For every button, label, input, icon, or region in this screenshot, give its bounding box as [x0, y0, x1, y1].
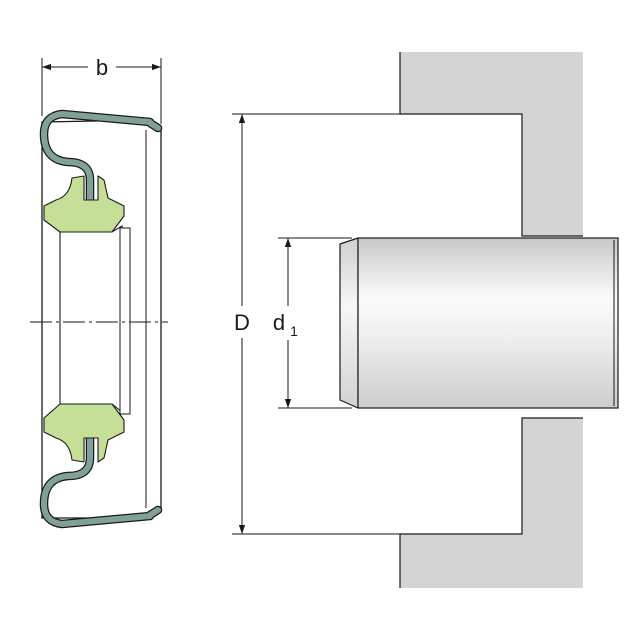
- housing: [399, 52, 583, 588]
- dimension-D: D: [232, 113, 400, 535]
- dimension-b-label: b: [96, 55, 108, 80]
- seal-bore-outline: [59, 225, 123, 414]
- garter-spring-slot: [119, 227, 131, 415]
- dimension-d1-label: d: [273, 310, 285, 335]
- metal-case-bottom-fill: [41, 435, 161, 527]
- dimension-d1-subscript: 1: [290, 323, 298, 339]
- housing-section: [400, 52, 583, 588]
- dimension-d1: d 1: [273, 237, 352, 409]
- metal-case-top-fill: [41, 111, 161, 203]
- rubber-lip-top: [43, 175, 125, 233]
- dimension-b: b: [41, 55, 162, 124]
- rubber-lip-bottom: [43, 403, 125, 463]
- housing-bore-outline: [399, 52, 583, 588]
- shaft-body: [357, 237, 619, 409]
- shaft: [339, 237, 619, 409]
- seal-section: [30, 109, 168, 529]
- dimension-D-label: D: [234, 310, 250, 335]
- shaft-chamfer: [339, 237, 359, 409]
